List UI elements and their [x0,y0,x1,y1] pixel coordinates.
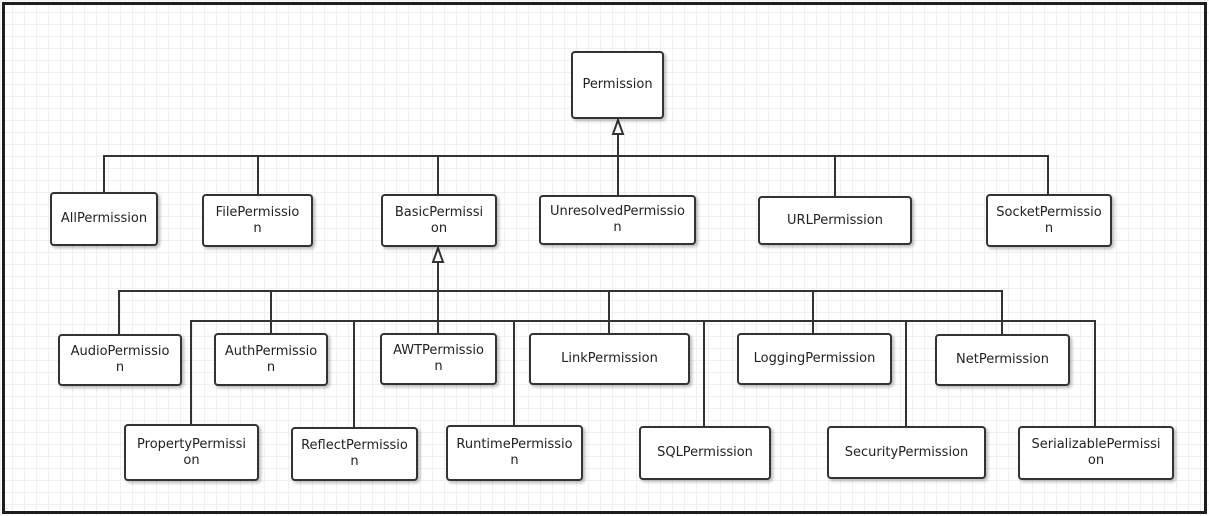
node-socket-permission[interactable]: SocketPermission [986,194,1112,247]
node-net-permission[interactable]: NetPermission [935,334,1070,386]
node-logging-permission[interactable]: LoggingPermission [737,333,892,385]
node-label: URLPermission [787,212,883,228]
node-label: Permission [582,77,653,92]
node-label: FilePermission [215,204,300,236]
node-unresolved-permission[interactable]: UnresolvedPermission [539,195,696,245]
node-label: AudioPermission [70,344,170,375]
node-basic-permission[interactable]: BasicPermission [381,194,497,247]
node-permission[interactable]: Permission [571,51,664,119]
node-label: NetPermission [956,352,1049,367]
node-serializable-permission[interactable]: SerializablePermission [1018,426,1174,480]
node-label: RuntimePermission [456,437,573,468]
node-label: LinkPermission [561,351,658,366]
node-label: AllPermission [60,211,148,226]
node-awt-permission[interactable]: AWTPermission [380,333,497,385]
node-url-permission[interactable]: URLPermission [758,196,912,245]
node-reflect-permission[interactable]: ReflectPermission [291,427,418,481]
node-file-permission[interactable]: FilePermission [202,194,313,247]
inheritance-arrow-permission [611,117,625,135]
node-label: PropertyPermission [137,436,246,468]
node-label: SecurityPermission [844,444,969,460]
node-label: ReflectPermission [301,438,408,469]
node-label: UnresolvedPermission [550,204,685,235]
node-property-permission[interactable]: PropertyPermission [124,424,259,481]
node-label: SocketPermission [996,204,1102,236]
node-runtime-permission[interactable]: RuntimePermission [446,425,583,481]
node-label: AWTPermission [393,343,484,374]
node-label: AuthPermission [224,343,318,375]
node-label: BasicPermission [394,204,484,236]
node-sql-permission[interactable]: SQLPermission [639,426,771,480]
node-security-permission[interactable]: SecurityPermission [827,426,986,479]
node-label: LoggingPermission [753,351,876,366]
node-auth-permission[interactable]: AuthPermission [214,333,328,386]
node-audio-permission[interactable]: AudioPermission [58,334,182,386]
node-label: SQLPermission [657,445,753,460]
inheritance-arrow-basic-permission [431,245,445,263]
node-link-permission[interactable]: LinkPermission [529,333,690,385]
node-label: SerializablePermission [1031,437,1161,468]
node-all-permission[interactable]: AllPermission [50,192,158,246]
